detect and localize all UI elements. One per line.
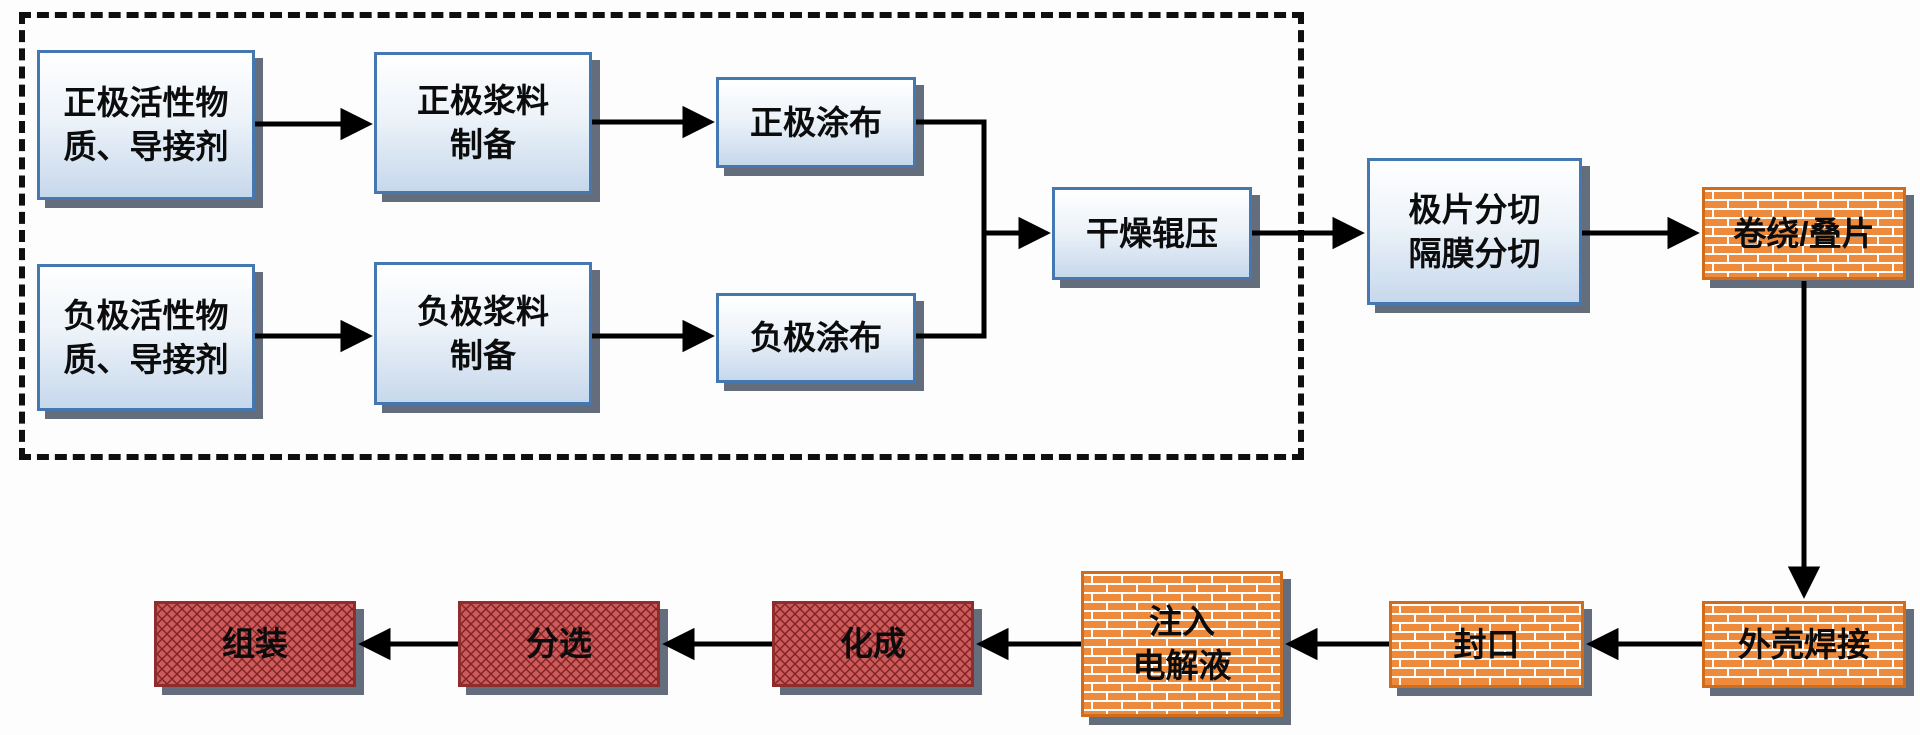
mixing-coating-region [19,12,1304,460]
node-label: 正极活性物 质、导接剂 [63,84,229,165]
node-label: 化成 [840,625,906,663]
node-label: 卷绕/叠片 [1733,214,1875,252]
node-positive-slurry: 正极浆料 制备 [374,52,592,194]
brick-texture [1392,604,1581,685]
node-label: 负极浆料 制备 [417,292,549,374]
hatch-texture [775,604,971,684]
node-label: 组装 [222,625,288,663]
node-label: 外壳焊接 [1738,625,1870,663]
hatch-texture [461,604,657,684]
node-sorting: 分选 [458,601,660,687]
brick-texture [1084,574,1280,714]
brick-texture [1705,190,1903,277]
node-formation: 化成 [772,601,974,687]
node-drying-rolling: 干燥辊压 [1052,187,1252,280]
node-positive-coating: 正极涂布 [716,77,916,168]
node-label: 极片分切 隔膜分切 [1408,190,1541,272]
brick-texture [1705,604,1903,685]
hatch-texture [157,604,353,684]
node-winding-stacking: 卷绕/叠片 [1702,187,1906,280]
node-assembly: 组装 [154,601,356,687]
node-positive-material: 正极活性物 质、导接剂 [37,50,255,200]
node-label: 正极涂布 [750,103,882,141]
node-sealing: 封口 [1389,601,1584,688]
node-label: 负极活性物 质、导接剂 [63,296,229,378]
node-label: 分选 [526,625,592,663]
node-label: 注入 电解液 [1132,603,1232,684]
node-label: 干燥辊压 [1086,214,1218,252]
node-label: 正极浆料 制备 [417,82,549,163]
node-label: 负极涂布 [750,319,882,357]
node-label: 封口 [1453,625,1520,663]
node-shell-welding: 外壳焊接 [1702,601,1906,688]
node-slitting: 极片分切 隔膜分切 [1367,158,1582,305]
node-electrolyte-filling: 注入 电解液 [1081,571,1283,717]
node-negative-coating: 负极涂布 [716,293,916,383]
node-negative-material: 负极活性物 质、导接剂 [37,264,255,411]
node-negative-slurry: 负极浆料 制备 [374,262,592,405]
